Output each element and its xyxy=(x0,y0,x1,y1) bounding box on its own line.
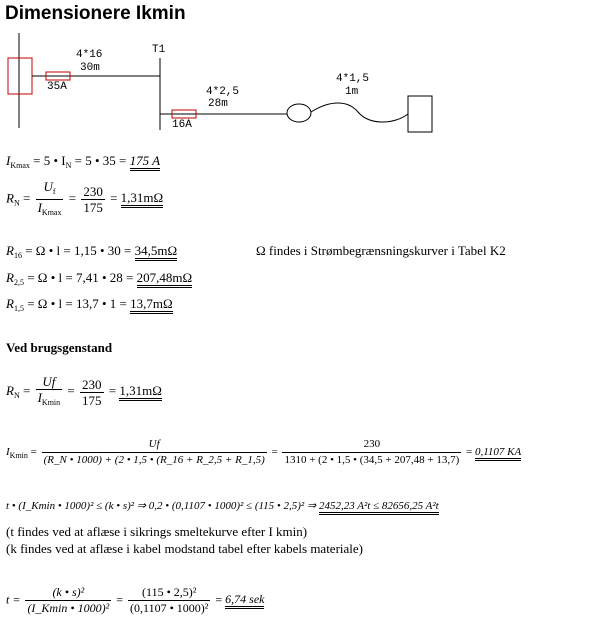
result-r25: 207,48mΩ xyxy=(136,270,193,288)
result-ikmin: 0,1107 KA xyxy=(474,446,522,462)
equation-ikmax: IKmax = 5 • IN = 5 • 35 = 175 A xyxy=(6,153,161,171)
equation-r16: R16 = Ω • l = 1,15 • 30 = 34,5mΩ xyxy=(6,243,178,261)
fuse2-label: 16A xyxy=(172,119,192,131)
equation-fuse-check: t • (I_Kmin • 1000)² ≤ (k • s)² ⇒ 0,2 • … xyxy=(6,499,439,515)
omega-note: Ω findes i Strømbegrænsningskurver i Tab… xyxy=(256,243,506,258)
result-ikmax: 175 A xyxy=(129,153,161,171)
cable1-spec: 4*16 xyxy=(76,49,103,61)
result-r16: 34,5mΩ xyxy=(134,243,178,261)
result-t: 6,74 sek xyxy=(225,592,265,610)
equation-r15: R1,5 = Ω • l = 13,7 • 1 = 13,7mΩ xyxy=(6,296,173,314)
cable1-length: 30m xyxy=(80,62,100,74)
cable3-spec: 4*1,5 xyxy=(336,73,370,85)
result-r15: 13,7mΩ xyxy=(130,296,173,314)
cable3-length: 1m xyxy=(345,86,359,98)
cable2-length: 28m xyxy=(208,98,228,110)
equation-ikmin: IKmin = Uf(R_N • 1000) + (2 • 1,5 • (R_1… xyxy=(6,438,522,466)
note-t: (t findes ved at aflæse i sikrings smelt… xyxy=(6,524,308,539)
fuse1-label: 35A xyxy=(47,81,67,93)
equation-r25: R2,5 = Ω • l = 7,41 • 28 = 207,48mΩ xyxy=(6,270,193,288)
node-label: T1 xyxy=(152,44,166,56)
equation-t: t = (k • s)²(I_Kmin • 1000)² = (115 • 2,… xyxy=(6,585,265,615)
cable2-spec: 4*2,5 xyxy=(206,86,240,98)
section-heading: Ved brugsgenstand xyxy=(6,340,113,355)
result-rn: 1,31mΩ xyxy=(120,190,164,209)
result-rn-2: 1,31mΩ xyxy=(119,382,162,401)
result-fuse-check: 2452,23 A²t ≤ 82656,25 A²t xyxy=(318,500,439,515)
page-title: Dimensionere Ikmin xyxy=(5,3,186,24)
note-k: (k findes ved at aflæse i kabel modstand… xyxy=(6,541,363,556)
